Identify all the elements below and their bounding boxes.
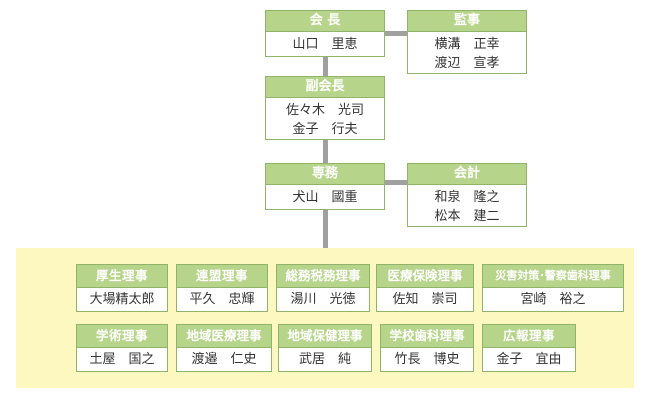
- director-box: 厚生理事 大場精太郎: [76, 264, 168, 312]
- vice-president-names: 佐々木 光司 金子 行夫: [266, 98, 384, 139]
- person-name: 犬山 國重: [292, 190, 358, 205]
- auditor-box: 監事 横溝 正幸 渡辺 宣孝: [407, 10, 527, 74]
- accountant-connector: [385, 180, 407, 185]
- president-names: 山口 里恵: [266, 32, 384, 54]
- vice-president-title: 副会長: [266, 77, 384, 98]
- director-box: 広報理事 金子 宜由: [482, 324, 576, 372]
- person-name: 和泉 隆之: [434, 190, 500, 205]
- director-title: 学校歯科理事: [381, 325, 473, 348]
- director-name: 湯川 光徳: [290, 292, 356, 307]
- director-name: 金子 宜由: [496, 352, 562, 367]
- executive-names: 犬山 國重: [266, 185, 384, 207]
- director-title: 医療保険理事: [377, 265, 473, 288]
- director-box: 災害対策･警察歯科理事 宮崎 裕之: [482, 264, 624, 312]
- director-name: 大場精太郎: [89, 292, 155, 307]
- director-name: 宮崎 裕之: [520, 292, 586, 307]
- director-title: 学術理事: [77, 325, 167, 348]
- director-title: 連盟理事: [177, 265, 267, 288]
- director-box: 地域保健理事 武居 純: [278, 324, 372, 372]
- director-title: 総務税務理事: [277, 265, 369, 288]
- auditor-title: 監事: [408, 11, 526, 32]
- auditor-names: 横溝 正幸 渡辺 宣孝: [408, 32, 526, 73]
- accountant-box: 会計 和泉 隆之 松本 建二: [407, 163, 527, 227]
- executive-title: 専務: [266, 164, 384, 185]
- president-box: 会 長 山口 里恵: [265, 10, 385, 57]
- director-title: 地域保健理事: [279, 325, 371, 348]
- director-box: 連盟理事 平久 忠輝: [176, 264, 268, 312]
- person-name: 金子 行夫: [292, 122, 358, 137]
- director-box: 地域医療理事 渡邉 仁史: [176, 324, 272, 372]
- director-name: 平久 忠輝: [189, 292, 255, 307]
- director-title: 厚生理事: [77, 265, 167, 288]
- person-name: 渡辺 宣孝: [434, 56, 500, 71]
- director-title: 災害対策･警察歯科理事: [483, 265, 623, 288]
- person-name: 横溝 正幸: [434, 37, 500, 52]
- executive-box: 専務 犬山 國重: [265, 163, 385, 210]
- director-box: 医療保険理事 佐知 崇司: [376, 264, 474, 312]
- main-vertical-connector: [323, 57, 328, 251]
- director-name: 渡邉 仁史: [191, 352, 257, 367]
- director-box: 学術理事 土屋 国之: [76, 324, 168, 372]
- director-title: 地域医療理事: [177, 325, 271, 348]
- director-title: 広報理事: [483, 325, 575, 348]
- director-box: 学校歯科理事 竹長 博史: [380, 324, 474, 372]
- director-name: 土屋 国之: [89, 352, 155, 367]
- auditor-connector: [385, 31, 407, 36]
- director-box: 総務税務理事 湯川 光徳: [276, 264, 370, 312]
- president-title: 会 長: [266, 11, 384, 32]
- person-name: 佐々木 光司: [285, 103, 364, 118]
- vice-president-box: 副会長 佐々木 光司 金子 行夫: [265, 76, 385, 140]
- person-name: 山口 里恵: [292, 37, 358, 52]
- person-name: 松本 建二: [434, 209, 500, 224]
- accountant-title: 会計: [408, 164, 526, 185]
- director-name: 竹長 博史: [394, 352, 460, 367]
- accountant-names: 和泉 隆之 松本 建二: [408, 185, 526, 226]
- director-name: 武居 純: [298, 352, 351, 367]
- director-name: 佐知 崇司: [392, 292, 458, 307]
